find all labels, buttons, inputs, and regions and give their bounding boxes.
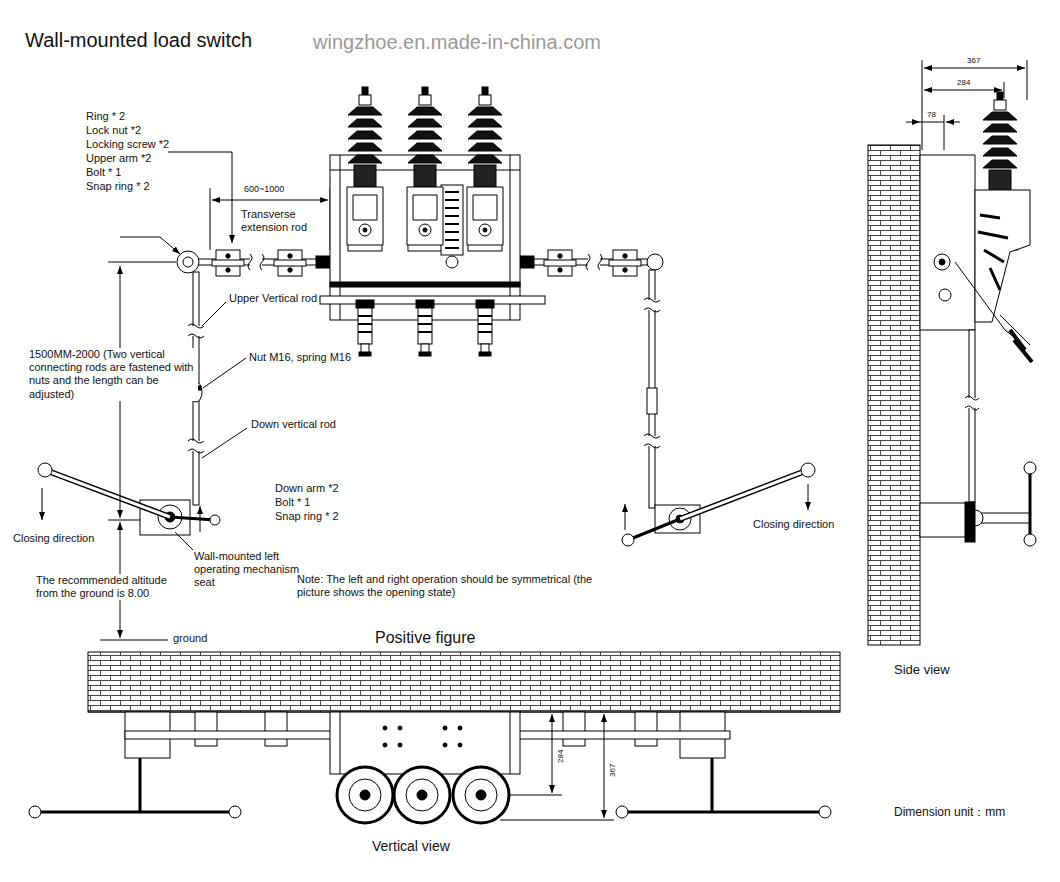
- direction-label: Closing direction: [12, 532, 95, 545]
- note: The recommended altitude from the ground…: [35, 574, 187, 600]
- drawing-title: Wall-mounted load switch: [25, 28, 252, 52]
- watermark: wingzhoe.en.made-in-china.com: [312, 30, 602, 54]
- part-label: Nut M16, spring M16: [248, 351, 352, 364]
- dimension-note: 1500MM-2000 (Two vertical connecting rod…: [28, 348, 198, 401]
- part-list-item: Bolt * 1: [85, 166, 122, 179]
- unit-note: Dimension unit：mm: [893, 805, 1006, 819]
- dimension: 367: [608, 763, 618, 778]
- part-label: Transverse extension rod: [240, 208, 320, 234]
- part-label: Down vertical rod: [250, 418, 337, 431]
- part-list-item: Locking screw *2: [85, 138, 170, 151]
- part-list-item: Snap ring * 2: [274, 510, 340, 523]
- view-title: Side view: [893, 662, 951, 678]
- dimension: 78: [926, 110, 937, 120]
- view-title: Positive figure: [374, 628, 477, 647]
- view-title: Vertical view: [371, 838, 451, 855]
- dimension: 284: [556, 749, 566, 764]
- dimension: 367: [966, 56, 981, 66]
- part-label: Upper Vertical rod: [228, 292, 318, 305]
- dimension: 284: [956, 78, 971, 88]
- reference-label: ground: [172, 632, 208, 645]
- dimension: 600~1000: [243, 184, 285, 195]
- part-list-item: Ring * 2: [85, 110, 126, 123]
- part-list-item: Snap ring * 2: [85, 180, 151, 193]
- note: Note: The left and right operation shoul…: [296, 573, 626, 599]
- part-label: Wall-mounted left operating mechanism se…: [193, 550, 307, 590]
- part-list-item: Down arm *2: [274, 482, 340, 495]
- part-list-item: Lock nut *2: [85, 124, 142, 137]
- part-list-item: Upper arm *2: [85, 152, 152, 165]
- direction-label: Closing direction: [752, 518, 835, 531]
- part-list-item: Bolt * 1: [274, 496, 311, 509]
